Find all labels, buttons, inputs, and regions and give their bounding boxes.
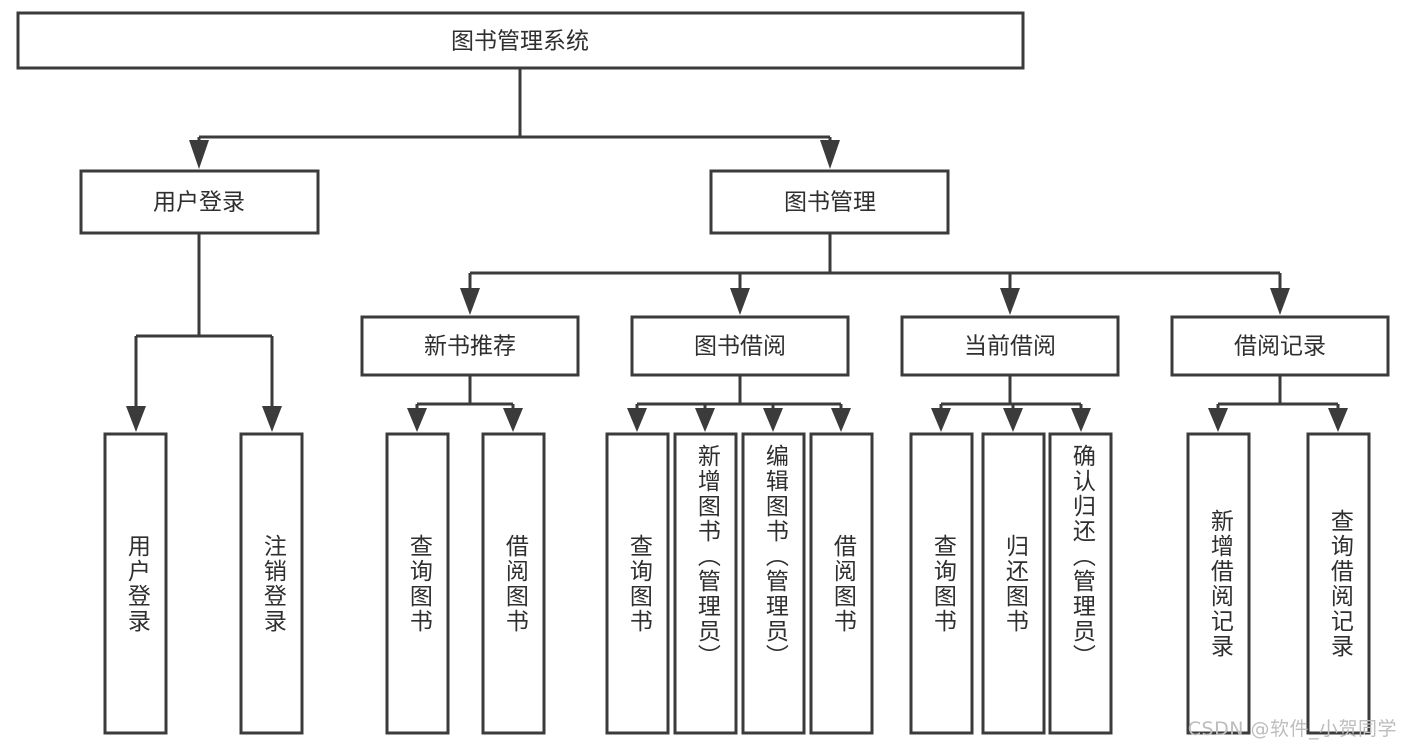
arrow-head-book-mgmt <box>820 140 840 169</box>
arrow-head-newbook-leaf-1 <box>407 408 427 432</box>
arrow-head-current-leaf-2 <box>1003 408 1023 432</box>
node-new-book-recommend-box[interactable] <box>360 315 580 377</box>
leaf-box-logout[interactable] <box>239 432 304 735</box>
node-book-borrow-box[interactable] <box>630 315 850 377</box>
leaf-box-edit-book-admin[interactable] <box>741 432 806 735</box>
arrow-head-book-borrow <box>730 288 750 315</box>
connector-layer <box>126 68 1348 432</box>
arrow-head-borrow-leaf-4 <box>831 408 851 432</box>
node-book-borrow-label: 图书借阅 <box>694 334 786 360</box>
leaf-box-query-book-3[interactable] <box>909 432 974 735</box>
node-layer: 图书管理系统 用户登录 图书管理 新书推荐 图书借阅 当前借阅 借阅记录 <box>16 11 1390 735</box>
leaf-box-query-borrow-record[interactable] <box>1306 432 1371 735</box>
leaf-box-borrow-book-2[interactable] <box>809 432 874 735</box>
arrow-head-borrow-record <box>1270 288 1290 315</box>
arrow-head-current-leaf-1 <box>931 408 951 432</box>
leaf-box-query-book-2[interactable] <box>605 432 670 735</box>
arrow-head-leaf-logout <box>262 406 282 432</box>
node-book-management-box[interactable] <box>709 169 950 235</box>
arrow-head-borrow-leaf-2 <box>695 408 715 432</box>
leaf-box-return-book[interactable] <box>981 432 1046 735</box>
node-book-management-label: 图书管理 <box>784 190 876 216</box>
node-root-label: 图书管理系统 <box>451 29 589 55</box>
arrow-head-newbook-leaf-2 <box>503 408 523 432</box>
arrow-head-record-leaf-2 <box>1328 408 1348 432</box>
node-borrow-record-label: 借阅记录 <box>1234 334 1326 360</box>
leaf-box-add-book-admin[interactable] <box>673 432 738 735</box>
arrow-head-borrow-leaf-1 <box>627 408 647 432</box>
node-root-box[interactable] <box>16 11 1025 70</box>
arrow-head-borrow-leaf-3 <box>763 408 783 432</box>
arrow-head-user-login <box>189 140 209 169</box>
node-current-borrow-label: 当前借阅 <box>964 334 1056 360</box>
arrow-head-leaf-user-login <box>126 406 146 432</box>
node-user-login-box[interactable] <box>79 169 320 235</box>
arrow-head-current-leaf-3 <box>1071 408 1091 432</box>
arrow-head-new-book-rec <box>460 288 480 315</box>
csdn-watermark: CSDN @软件_小贺同学 <box>1187 718 1397 740</box>
leaf-box-add-borrow-record[interactable] <box>1186 432 1251 735</box>
leaf-box-user-login[interactable] <box>103 432 168 735</box>
node-new-book-recommend-label: 新书推荐 <box>424 334 516 360</box>
arrow-head-record-leaf-1 <box>1208 408 1228 432</box>
leaf-box-query-book-1[interactable] <box>385 432 450 735</box>
arrow-head-current-borrow <box>1000 288 1020 315</box>
leaf-box-borrow-book-1[interactable] <box>481 432 546 735</box>
node-borrow-record-box[interactable] <box>1170 315 1390 377</box>
leaf-box-confirm-return-admin[interactable] <box>1048 432 1113 735</box>
node-user-login-label: 用户登录 <box>153 190 245 216</box>
node-current-borrow-box[interactable] <box>900 315 1120 377</box>
